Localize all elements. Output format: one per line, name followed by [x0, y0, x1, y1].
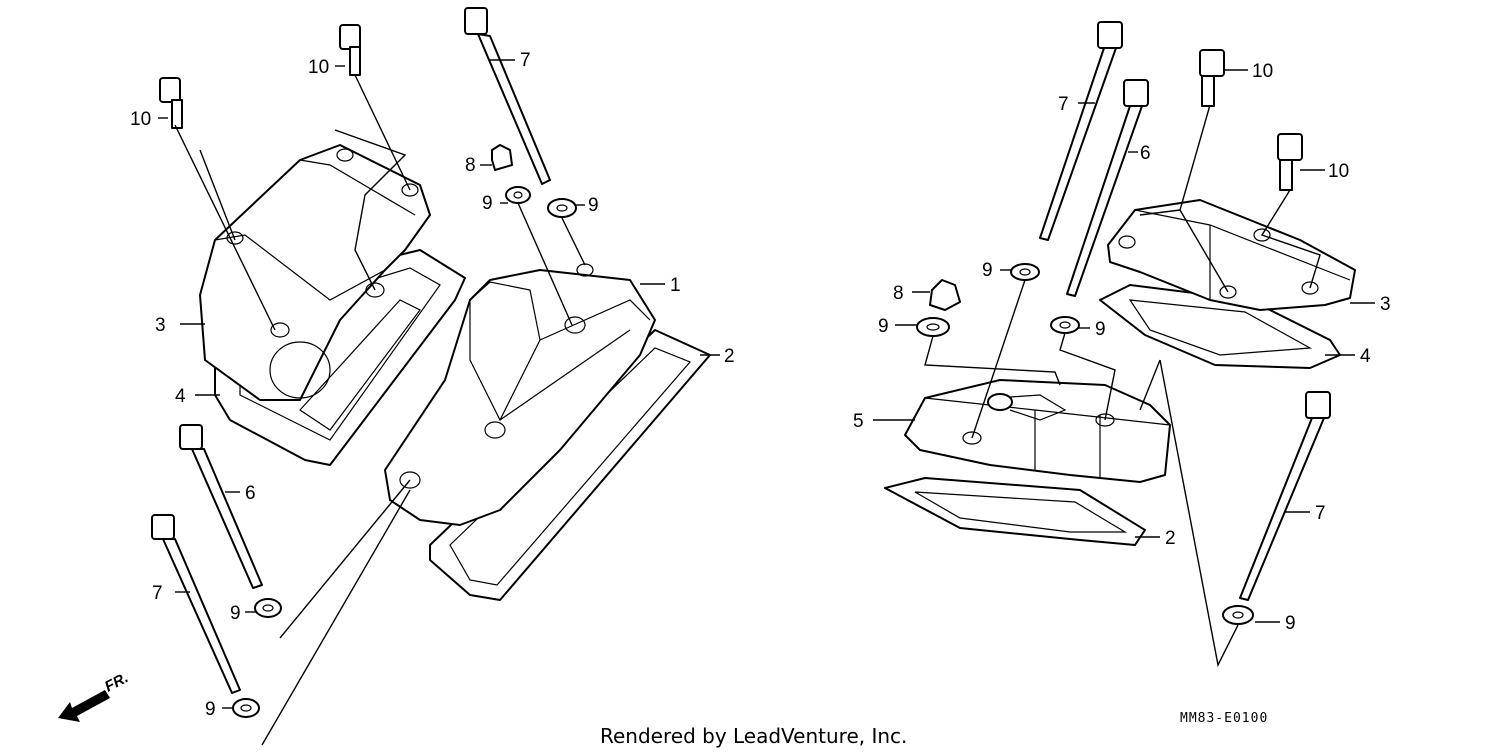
callout-7-right-a: 7 [1058, 94, 1069, 115]
callout-3-left: 3 [155, 315, 166, 336]
callout-2-left: 2 [724, 346, 735, 367]
callout-7-left-b: 7 [152, 583, 163, 604]
callout-9-left-d: 9 [205, 699, 216, 720]
bolt-7-right-bottom [1239, 391, 1331, 601]
callout-9-right-d: 9 [1285, 613, 1296, 634]
front-direction-arrow-icon [58, 690, 110, 722]
callout-9-right-a: 9 [982, 260, 993, 281]
leader-lines-right [873, 69, 1375, 668]
washer-9-left-d [232, 698, 260, 718]
cap-nut-8-left [491, 144, 513, 171]
washer-9-right-a [1010, 263, 1040, 281]
bolt-10-left-b [339, 24, 361, 76]
callout-10-right-b: 10 [1328, 161, 1349, 182]
gasket-2-right [884, 477, 1146, 546]
washer-9-right-d [1222, 605, 1254, 625]
callout-3-right: 3 [1380, 294, 1391, 315]
bolt-7-left-top [464, 7, 551, 185]
bolt-6-right [1066, 79, 1149, 297]
leader-lines-left [158, 59, 720, 746]
head-cover-3-right [1107, 199, 1356, 311]
callout-10-left-b: 10 [308, 57, 329, 78]
callout-10-left-a: 10 [130, 109, 151, 130]
head-cover-1-left [384, 263, 656, 526]
bolt-7-left-bottom [151, 514, 241, 694]
gasket-2-left [429, 329, 711, 601]
washer-9-right-c [1050, 316, 1080, 334]
callout-9-right-c: 9 [1095, 319, 1106, 340]
callout-4-right: 4 [1360, 346, 1371, 367]
callout-9-left-a: 9 [482, 193, 493, 214]
bolt-10-left-a [159, 77, 183, 129]
head-cover-3-left [199, 144, 431, 401]
head-cover-5-right [904, 379, 1171, 483]
washer-9-right-b [916, 317, 950, 337]
callout-10-right-a: 10 [1252, 61, 1273, 82]
callout-5-right: 5 [853, 411, 864, 432]
callout-1-left: 1 [670, 275, 681, 296]
callout-6-left: 6 [245, 483, 256, 504]
cap-nut-8-right [929, 279, 961, 311]
diagram-code: MM83-E0100 [1180, 711, 1268, 726]
callout-2-right: 2 [1165, 528, 1176, 549]
washer-9-left-b [547, 198, 577, 218]
callout-7-right-b: 7 [1315, 503, 1326, 524]
bolt-10-right-b [1277, 133, 1303, 191]
callout-9-right-b: 9 [878, 316, 889, 337]
callout-8-left: 8 [465, 155, 476, 176]
front-direction-label: FR. [102, 669, 131, 695]
callout-7-left-a: 7 [520, 50, 531, 71]
bolt-10-right-a [1199, 49, 1225, 107]
washer-9-left-a [505, 186, 531, 204]
bolt-7-right-top [1039, 21, 1123, 241]
callout-8-right: 8 [893, 283, 904, 304]
callout-6-right: 6 [1140, 143, 1151, 164]
callout-4-left: 4 [175, 386, 186, 407]
credit-text: Rendered by LeadVenture, Inc. [600, 724, 907, 748]
bolt-6-left [179, 424, 263, 589]
callout-9-left-c: 9 [230, 603, 241, 624]
callout-9-left-b: 9 [588, 195, 599, 216]
washer-9-left-c [254, 598, 282, 618]
